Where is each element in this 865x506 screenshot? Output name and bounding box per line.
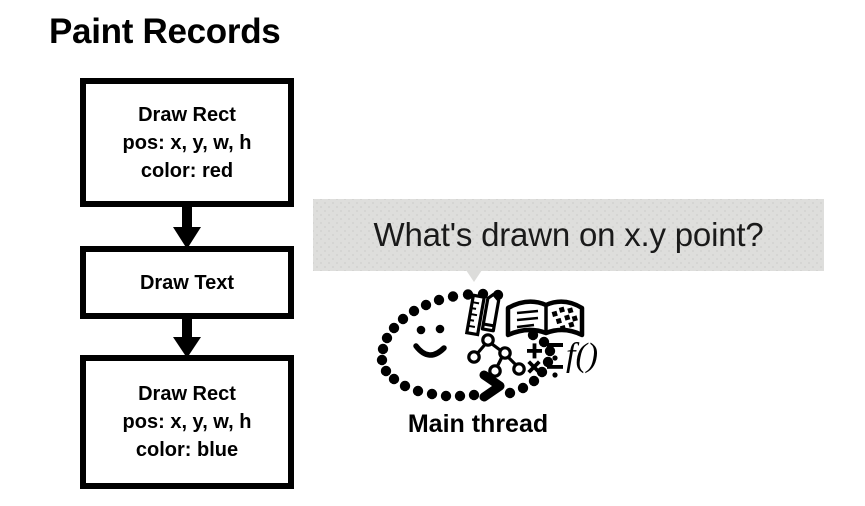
pencil-icon xyxy=(480,292,501,333)
ruler-icon xyxy=(464,293,487,337)
record-line-color: color: blue xyxy=(135,439,239,461)
record-line-pos: pos: x, y, w, h xyxy=(122,131,252,154)
function-notation-icon: f() xyxy=(566,337,598,374)
thinking-head-illustration: f() xyxy=(358,283,608,405)
speech-bubble-tail-icon xyxy=(466,270,482,282)
down-arrow-glyph xyxy=(173,315,201,358)
record-line-title: Draw Text xyxy=(139,271,235,294)
record-line-title: Draw Rect xyxy=(138,103,236,126)
paint-record-draw-rect-red[interactable]: Draw Rect pos: x, y, w, h color: red xyxy=(80,78,294,207)
nose-chevron-icon xyxy=(479,370,505,402)
smiley-eyes-icon xyxy=(416,324,445,335)
record-line-title: Draw Rect xyxy=(138,383,236,405)
record-line-color: color: red xyxy=(140,159,234,182)
question-speech-bubble: What's drawn on x.y point? xyxy=(313,199,824,271)
record-line-pos: pos: x, y, w, h xyxy=(122,411,252,433)
math-symbols-icon xyxy=(527,343,563,378)
thinking-head-graphic: f() xyxy=(376,288,598,402)
page-title: Paint Records xyxy=(49,12,281,51)
paint-record-draw-rect-blue[interactable]: Draw Rect pos: x, y, w, h color: blue xyxy=(80,355,294,489)
tree-graph-icon xyxy=(467,333,526,378)
down-arrow-icon xyxy=(167,315,207,359)
down-arrow-icon xyxy=(167,203,207,250)
smile-icon xyxy=(413,343,447,358)
main-thread-label: Main thread xyxy=(407,410,549,438)
question-text: What's drawn on x.y point? xyxy=(373,216,764,253)
paint-record-draw-text[interactable]: Draw Text xyxy=(80,246,294,319)
open-book-icon xyxy=(505,299,585,338)
down-arrow-glyph xyxy=(173,203,201,249)
